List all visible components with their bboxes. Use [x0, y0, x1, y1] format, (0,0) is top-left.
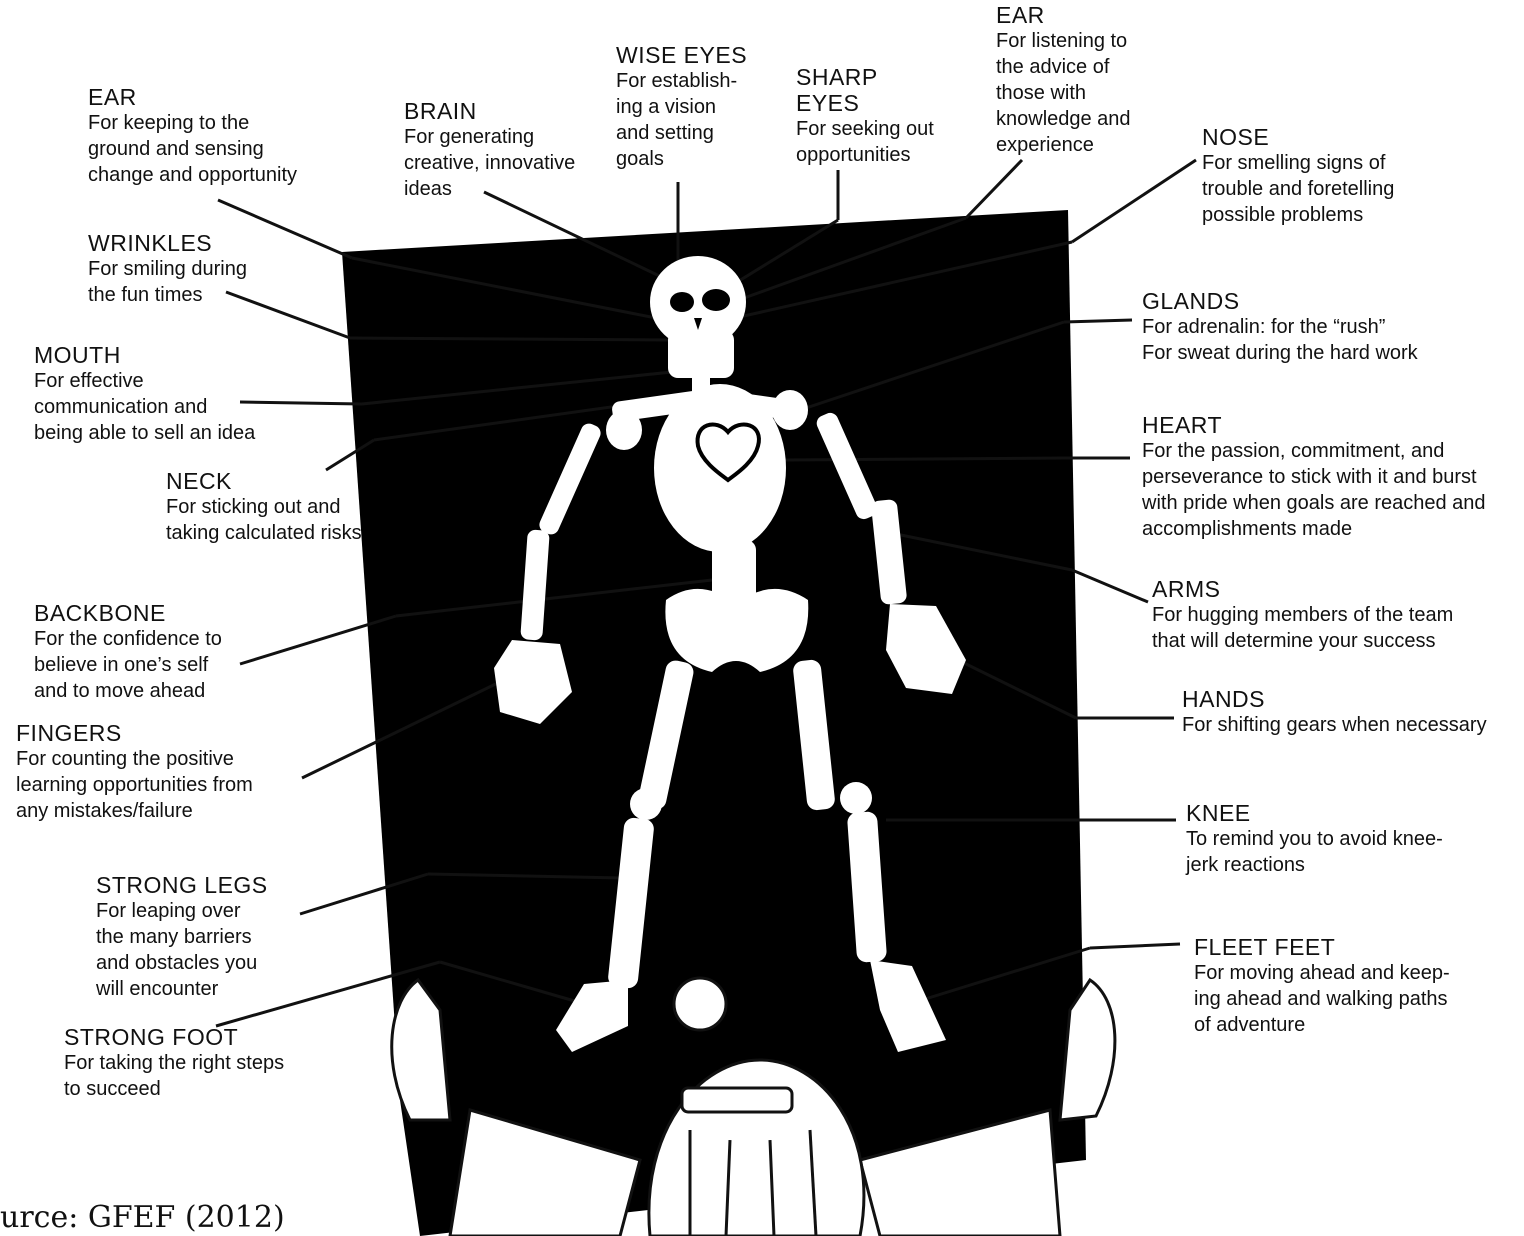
label-title: NOSE [1202, 124, 1394, 150]
label-description: For the confidence to believe in one’s s… [34, 626, 222, 704]
label-nose: NOSE For smelling signs of trouble and f… [1202, 124, 1394, 228]
label-title: SHARP EYES [796, 64, 934, 116]
jaw [668, 330, 734, 378]
label-neck: NECK For sticking out and taking calcula… [166, 468, 362, 546]
label-ear-right: EAR For listening to the advice of those… [996, 2, 1131, 158]
label-title: STRONG FOOT [64, 1024, 284, 1050]
label-description: For adrenalin: for the “rush” For sweat … [1142, 314, 1418, 366]
kneecap-left [630, 788, 662, 820]
label-fleet-feet: FLEET FEET For moving ahead and keep- in… [1194, 934, 1450, 1038]
label-title: WRINKLES [88, 230, 247, 256]
shoulder-left [606, 410, 642, 450]
label-description: For moving ahead and keep- ing ahead and… [1194, 960, 1450, 1038]
label-description: For seeking out opportunities [796, 116, 934, 168]
label-description: For keeping to the ground and sensing ch… [88, 110, 297, 188]
label-title: EAR [996, 2, 1131, 28]
label-description: For hugging members of the team that wil… [1152, 602, 1453, 654]
label-backbone: BACKBONE For the confidence to believe i… [34, 600, 222, 704]
label-glands: GLANDS For adrenalin: for the “rush” For… [1142, 288, 1418, 366]
label-wrinkles: WRINKLES For smiling during the fun time… [88, 230, 247, 308]
label-title: HEART [1142, 412, 1486, 438]
label-description: For the passion, commitment, and perseve… [1142, 438, 1486, 542]
label-strong-legs: STRONG LEGS For leaping over the many ba… [96, 872, 268, 1002]
label-title: NECK [166, 468, 362, 494]
kneecap-right [840, 782, 872, 814]
shoulder-right [772, 390, 808, 430]
label-sharp-eyes: SHARP EYES For seeking out opportunities [796, 64, 934, 168]
label-hands: HANDS For shifting gears when necessary [1182, 686, 1487, 738]
label-description: For effective communication and being ab… [34, 368, 255, 446]
label-description: For shifting gears when necessary [1182, 712, 1487, 738]
label-description: To remind you to avoid knee- jerk reacti… [1186, 826, 1443, 878]
label-title: WISE EYES [616, 42, 747, 68]
label-title: BRAIN [404, 98, 575, 124]
label-title: BACKBONE [34, 600, 222, 626]
label-mouth: MOUTH For effective communication and be… [34, 342, 255, 446]
label-knee: KNEE To remind you to avoid knee- jerk r… [1186, 800, 1443, 878]
label-brain: BRAIN For generating creative, innovativ… [404, 98, 575, 202]
label-title: HANDS [1182, 686, 1487, 712]
label-description: For smiling during the fun times [88, 256, 247, 308]
label-title: STRONG LEGS [96, 872, 268, 898]
label-title: EAR [88, 84, 297, 110]
label-arms: ARMS For hugging members of the team tha… [1152, 576, 1453, 654]
label-description: For sticking out and taking calculated r… [166, 494, 362, 546]
label-strong-foot: STRONG FOOT For taking the right steps t… [64, 1024, 284, 1102]
label-wise-eyes: WISE EYES For establish- ing a vision an… [616, 42, 747, 172]
label-title: FLEET FEET [1194, 934, 1450, 960]
label-description: For counting the positive learning oppor… [16, 746, 253, 824]
label-description: For generating creative, innovative idea… [404, 124, 575, 202]
label-fingers: FINGERS For counting the positive learni… [16, 720, 253, 824]
label-description: For establish- ing a vision and setting … [616, 68, 747, 172]
label-title: FINGERS [16, 720, 253, 746]
label-title: ARMS [1152, 576, 1453, 602]
label-title: GLANDS [1142, 288, 1418, 314]
label-description: For listening to the advice of those wit… [996, 28, 1131, 158]
label-description: For taking the right steps to succeed [64, 1050, 284, 1102]
label-title: MOUTH [34, 342, 255, 368]
label-heart: HEART For the passion, commitment, and p… [1142, 412, 1486, 542]
label-title: KNEE [1186, 800, 1443, 826]
label-ear-left: EAR For keeping to the ground and sensin… [88, 84, 297, 188]
label-description: For leaping over the many barriers and o… [96, 898, 268, 1002]
source-caption: urce: GFEF (2012) [0, 1200, 285, 1235]
label-description: For smelling signs of trouble and forete… [1202, 150, 1394, 228]
